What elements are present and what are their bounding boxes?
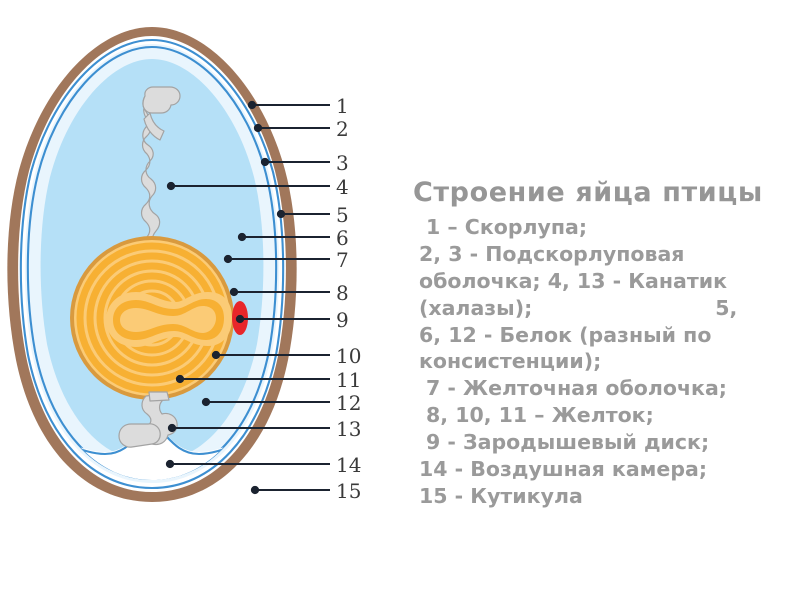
outer-shell-membrane bbox=[19, 38, 285, 490]
yolk-concentric-rings bbox=[76, 242, 232, 394]
egg-diagram-svg bbox=[7, 27, 330, 502]
text-panel: Строение яйца птицы 1 – Скорлупа; 2, 3 -… bbox=[405, 178, 800, 509]
leader-dot-13 bbox=[167, 423, 177, 433]
callout-number-7: 7 bbox=[336, 248, 349, 272]
legend-item-4-13-text: (халазы); bbox=[419, 295, 533, 320]
legend-item-15: 15 - Кутикула bbox=[419, 483, 583, 508]
yolk bbox=[70, 236, 234, 400]
leader-dot-12 bbox=[201, 397, 211, 407]
callout-number-9: 9 bbox=[336, 308, 349, 332]
chalaza-lower bbox=[118, 391, 178, 448]
leader-dot-15 bbox=[250, 485, 260, 495]
egg-anatomy-diagram bbox=[7, 27, 330, 502]
callout-leader-lines bbox=[165, 100, 330, 495]
legend-item-6-12-line1: 6, 12 - Белок (разный по bbox=[419, 322, 712, 347]
callout-number-13: 13 bbox=[336, 417, 362, 441]
callout-number-14: 14 bbox=[336, 453, 362, 477]
leader-dot-5 bbox=[276, 209, 286, 219]
leader-dot-1 bbox=[247, 100, 257, 110]
callout-number-12: 12 bbox=[336, 391, 362, 415]
legend-item-9: 9 - Зародышевый диск; bbox=[426, 429, 710, 454]
callout-number-11: 11 bbox=[336, 368, 362, 392]
callout-number-2: 2 bbox=[336, 117, 349, 141]
legend-item-2-3-line1: 2, 3 - Подскорлуповая bbox=[419, 242, 685, 266]
legend-item-7: 7 - Желточная оболочка; bbox=[426, 376, 727, 401]
legend-item-4-13: (халазы); 5, bbox=[419, 295, 800, 322]
page-title: Строение яйца птицы bbox=[413, 177, 763, 208]
legend-item-14: 14 - Воздушная камера; bbox=[419, 456, 708, 481]
leader-dot-4 bbox=[166, 181, 176, 191]
callout-number-3: 3 bbox=[336, 151, 349, 175]
callout-number-1: 1 bbox=[336, 94, 349, 118]
legend-item-1: 1 – Скорлупа; bbox=[426, 215, 588, 240]
legend-item-2-3-line2: оболочка; 4, 13 - Канатик bbox=[419, 268, 727, 293]
leader-dot-8 bbox=[229, 287, 239, 297]
legend-list: 1 – Скорлупа; 2, 3 - Подскорлуповая обол… bbox=[405, 214, 800, 509]
leader-dot-10 bbox=[211, 350, 221, 360]
leader-dot-11 bbox=[175, 374, 185, 384]
legend-item-6-12-line2: консистенции); bbox=[419, 349, 602, 374]
legend-item-5-trailing: 5, bbox=[715, 295, 738, 320]
callout-number-15: 15 bbox=[336, 479, 362, 503]
leader-dot-14 bbox=[165, 459, 175, 469]
callout-number-8: 8 bbox=[336, 281, 349, 305]
callout-number-6: 6 bbox=[336, 226, 349, 250]
legend-item-8-10-11: 8, 10, 11 – Желток; bbox=[426, 403, 654, 428]
callout-number-5: 5 bbox=[336, 203, 349, 227]
callout-number-4: 4 bbox=[336, 175, 349, 199]
callout-number-10: 10 bbox=[336, 344, 362, 368]
leader-dot-2 bbox=[253, 123, 263, 133]
leader-dot-9 bbox=[235, 314, 245, 324]
leader-dot-7 bbox=[223, 254, 233, 264]
leader-dot-6 bbox=[237, 232, 247, 242]
leader-dot-3 bbox=[260, 157, 270, 167]
